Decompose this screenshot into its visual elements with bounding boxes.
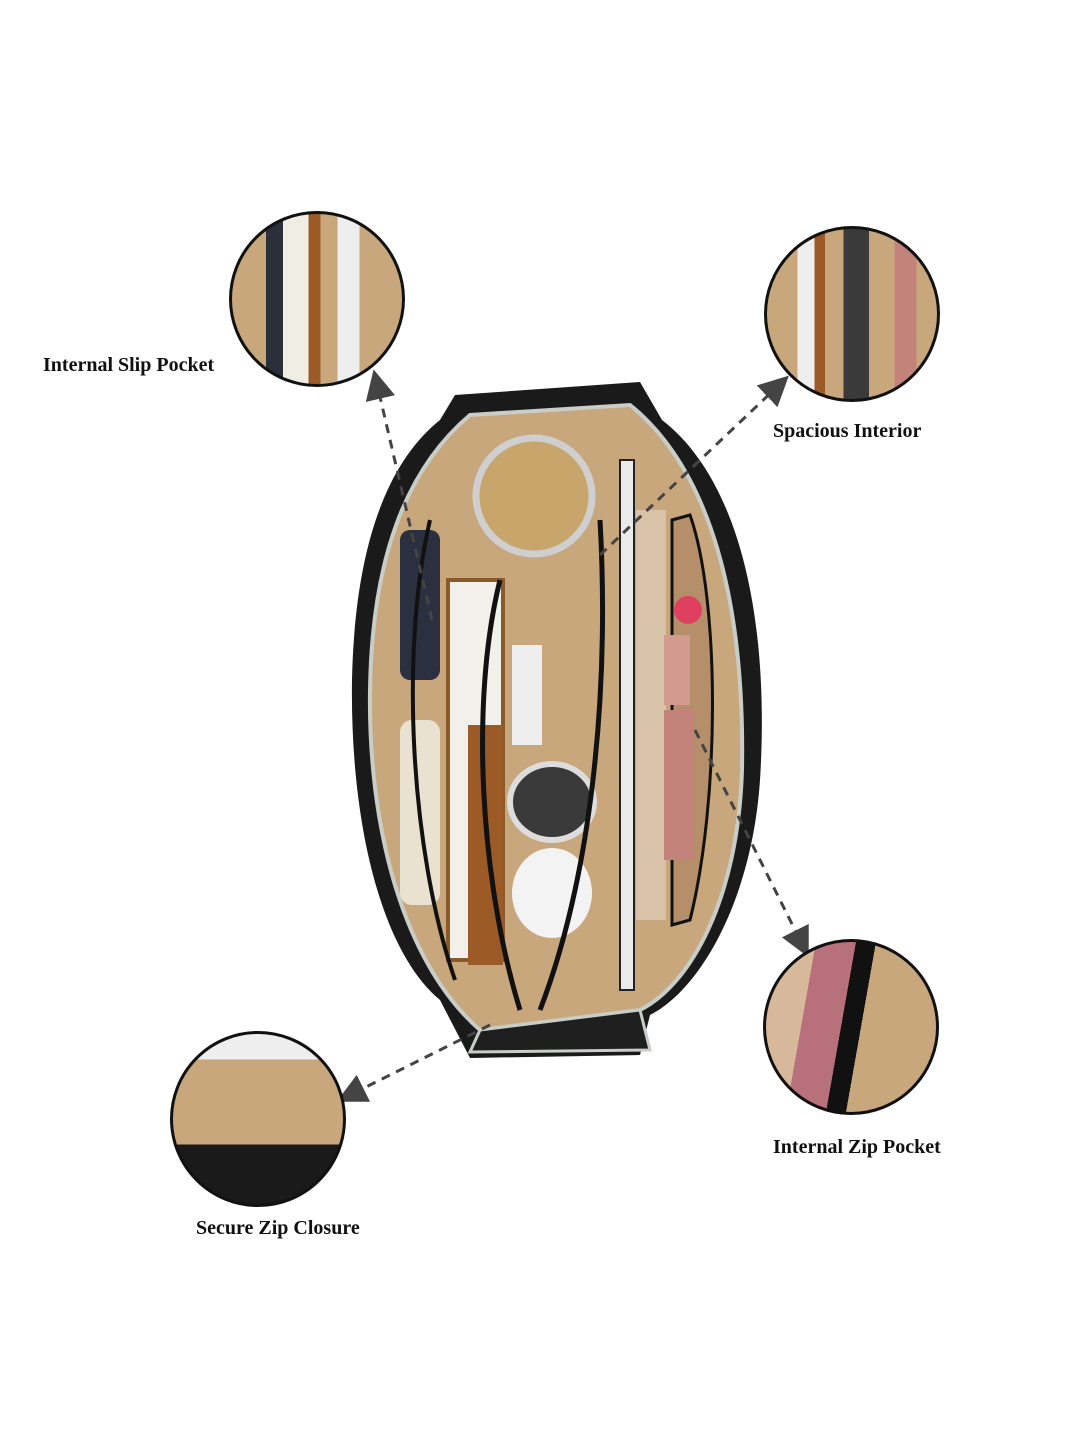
label-internal-zip-pocket: Internal Zip Pocket bbox=[773, 1136, 941, 1158]
callout-image-zip-closure bbox=[170, 1031, 346, 1207]
bag-body bbox=[351, 382, 762, 1058]
callout-image-spacious-interior bbox=[764, 226, 940, 402]
arrow-zip-closure bbox=[336, 1023, 491, 1102]
label-secure-zip-closure: Secure Zip Closure bbox=[196, 1217, 360, 1239]
arrow-slip-pocket bbox=[365, 369, 434, 621]
label-internal-slip-pocket: Internal Slip Pocket bbox=[43, 354, 215, 376]
callout-image-slip-pocket bbox=[229, 211, 405, 387]
arrow-zip-pocket bbox=[693, 729, 809, 958]
callout-image-zip-pocket bbox=[763, 939, 939, 1115]
label-spacious-interior: Spacious Interior bbox=[773, 420, 922, 442]
arrow-spacious-interior bbox=[598, 375, 789, 557]
